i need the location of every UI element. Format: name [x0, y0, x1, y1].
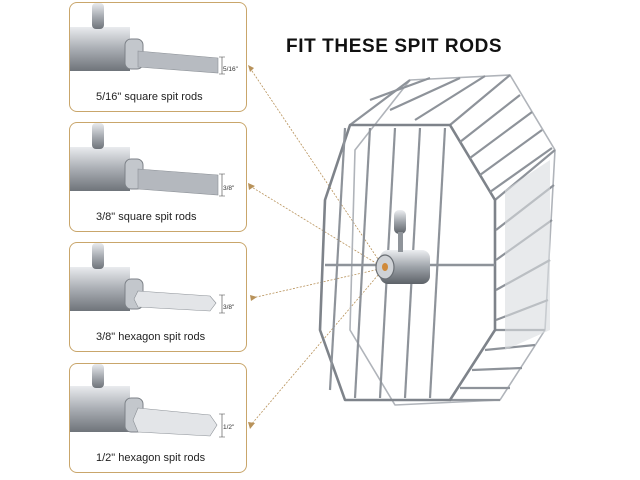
rod-dimension: 3/8"	[223, 304, 235, 311]
rod-hole-icon	[382, 263, 388, 271]
arrow-head-4	[248, 422, 255, 429]
wing-screw-icon	[92, 243, 104, 269]
rod-panel-5-16-square: 5/16" 5/16" square spit rods	[69, 2, 247, 112]
square-rod-illustration	[70, 123, 225, 197]
wing-screw-icon	[92, 364, 104, 388]
rod-label: 3/8" hexagon spit rods	[96, 331, 206, 343]
arrow-head-3	[250, 295, 257, 301]
headline: FIT THESE SPIT RODS	[286, 36, 503, 57]
rod-label: 5/16" square spit rods	[96, 91, 203, 103]
wing-screw-icon	[92, 3, 104, 29]
arrow-head-2	[248, 183, 255, 190]
rod-dimension: 1/2"	[223, 424, 235, 431]
arrow-head-1	[248, 65, 254, 72]
pointer-line-2	[249, 185, 385, 269]
rotisserie-basket-illustration	[318, 74, 556, 406]
rod-label: 1/2" hexagon spit rods	[96, 452, 206, 464]
rod-label: 3/8" square spit rods	[96, 211, 197, 223]
pointer-line-1	[249, 67, 385, 269]
wing-screw-icon	[394, 210, 406, 234]
rod-panel-3-8-hexagon: 3/8" 3/8" hexagon spit rods	[69, 242, 247, 352]
rod-dimension: 3/8"	[223, 185, 235, 192]
square-rod-illustration	[70, 3, 225, 75]
drip-plate	[505, 160, 550, 350]
hexagon-rod-illustration	[70, 364, 225, 438]
rod-dimension: 5/16"	[223, 66, 238, 73]
wing-screw-icon	[92, 123, 104, 149]
rod-panel-1-2-hexagon: 1/2" 1/2" hexagon spit rods	[69, 363, 247, 473]
center-hub	[380, 250, 430, 284]
rod-panel-3-8-square: 3/8" 3/8" square spit rods	[69, 122, 247, 232]
hexagon-rod-illustration	[70, 243, 225, 314]
